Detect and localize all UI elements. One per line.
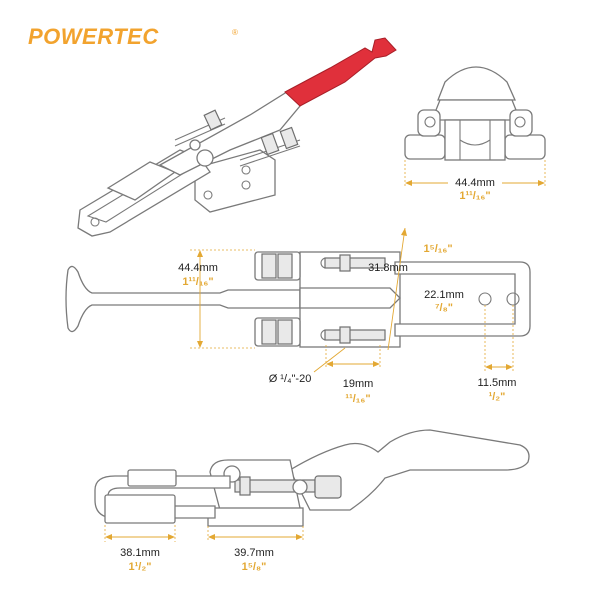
end-view-width-mm: 44.4mm	[455, 177, 495, 189]
loop-end-inch: ¹/₂"	[489, 391, 506, 403]
top-loop-width-mm: 22.1mm	[424, 289, 464, 301]
end-view: 44.4mm 1¹¹/₁₆"	[404, 66, 546, 202]
side-base-mm: 39.7mm	[234, 547, 274, 559]
side-base-inch: 1⁵/₈"	[242, 561, 267, 573]
top-base-width-inch: 1¹¹/₁₆"	[182, 276, 213, 288]
side-left-mm: 38.1mm	[120, 547, 160, 559]
isometric-view	[77, 37, 397, 237]
top-body-width-inch: 1⁵/₁₆"	[423, 243, 452, 255]
loop-end-mm: 11.5mm	[478, 377, 517, 389]
registered-mark: ®	[232, 28, 238, 37]
brand-logo: POWERTEC ®	[28, 24, 238, 49]
hole-spacing-mm: 19mm	[343, 378, 374, 390]
side-left-inch: 1¹/₂"	[129, 561, 152, 573]
clamp-handle-red	[284, 37, 397, 107]
top-view: 44.4mm 1¹¹/₁₆" 1⁵/₁₆" 31.8mm 22.1mm ⁷/₈"…	[65, 227, 531, 405]
end-view-width-inch: 1¹¹/₁₆"	[459, 190, 490, 202]
top-loop-width-inch: ⁷/₈"	[435, 302, 453, 314]
hole-spacing-inch: ¹¹/₁₆"	[345, 393, 370, 405]
top-base-width-mm: 44.4mm	[178, 262, 218, 274]
brand-logo-text: POWERTEC	[28, 24, 159, 49]
thread-spec: Ø ¹/₄"-20	[269, 373, 312, 385]
side-view: 38.1mm 1¹/₂" 39.7mm 1⁵/₈"	[94, 429, 530, 573]
top-latch-length-mm: 31.8mm	[368, 262, 408, 274]
